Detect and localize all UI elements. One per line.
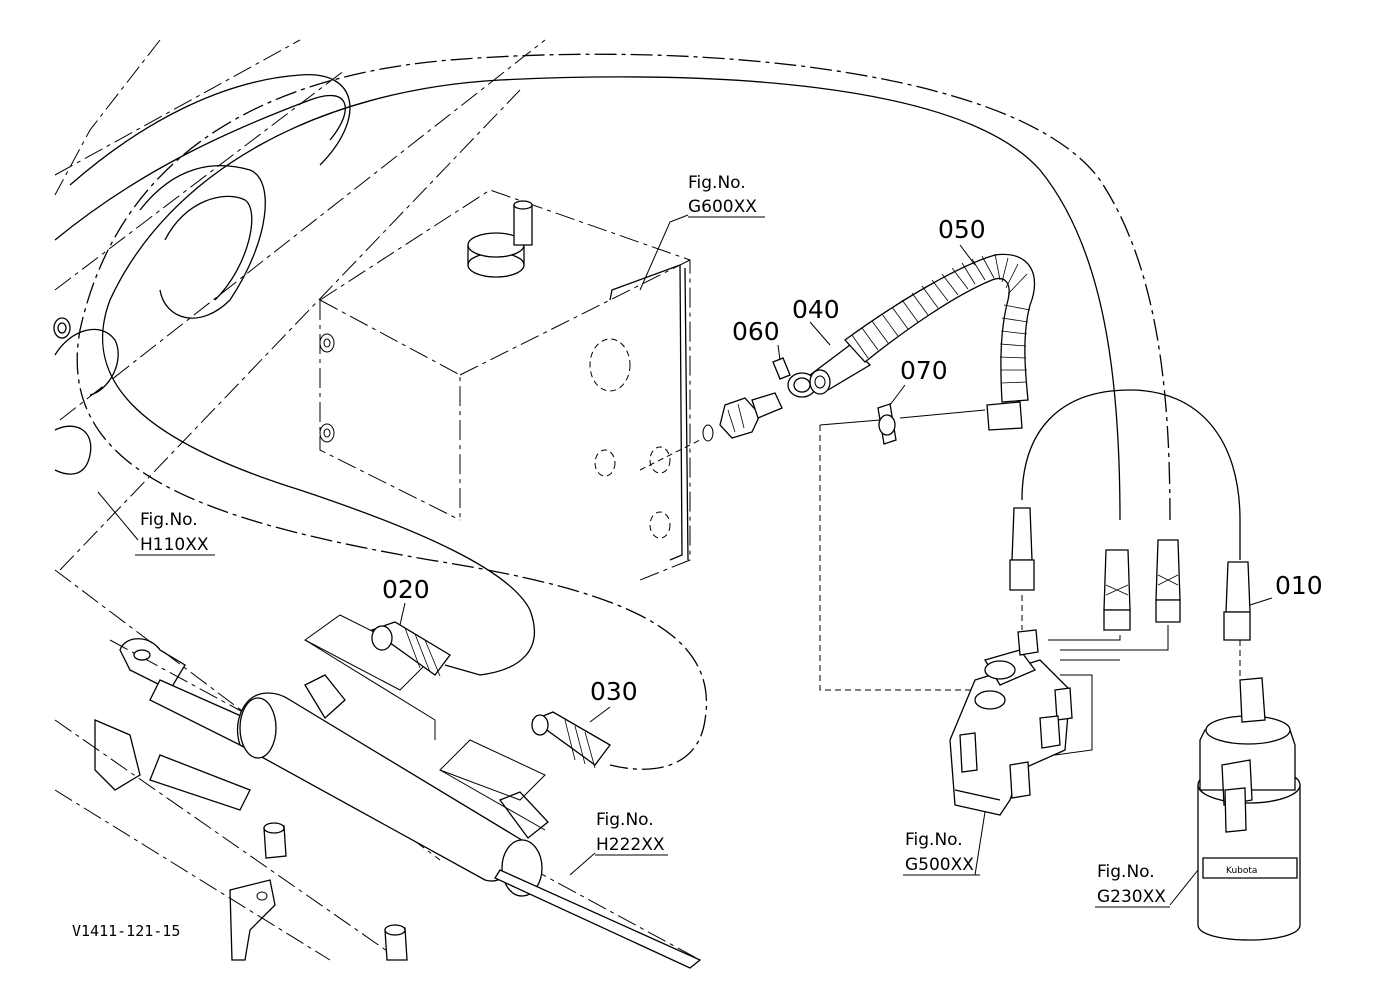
part-label-060: 060 (732, 317, 780, 346)
filter-brand-text: Kubota (1226, 866, 1257, 876)
drawing-code: V1411-121-15 (72, 922, 180, 940)
hose-fittings (1009, 507, 1251, 641)
fig-ref-h222-code: H222XX (596, 835, 665, 855)
part-label-030: 030 (590, 677, 638, 706)
fig-ref-g600-code: G600XX (688, 197, 757, 217)
part-label-020: 020 (382, 575, 430, 604)
leader-lines (97, 214, 1273, 908)
hydraulic-filter: Kubota (1197, 640, 1301, 941)
fig-ref-h110-title: Fig.No. (140, 510, 198, 530)
part-labels: 010 020 030 040 050 060 070 (382, 215, 1323, 706)
figure-references: Fig.No. G600XX Fig.No. H110XX Fig.No. H2… (140, 173, 1166, 907)
fittings-020-030 (370, 621, 611, 769)
fig-ref-g500-code: G500XX (905, 855, 974, 875)
hose-lines (76, 53, 1241, 770)
fig-ref-h222-title: Fig.No. (596, 810, 654, 830)
frame-background (53, 39, 546, 571)
fig-ref-g230-title: Fig.No. (1097, 862, 1155, 882)
part-label-070: 070 (900, 356, 948, 385)
part-label-040: 040 (792, 295, 840, 324)
suction-assembly (702, 253, 1035, 445)
part-label-010: 010 (1275, 571, 1323, 600)
control-valve (949, 595, 1169, 816)
hydraulic-tank (319, 189, 701, 581)
fig-ref-g600-title: Fig.No. (688, 173, 746, 193)
fig-ref-g230-code: G230XX (1097, 887, 1166, 907)
cylinder-assembly (54, 569, 702, 969)
fig-ref-g500-title: Fig.No. (905, 830, 963, 850)
part-label-050: 050 (938, 215, 986, 244)
fig-ref-h110-code: H110XX (140, 535, 209, 555)
